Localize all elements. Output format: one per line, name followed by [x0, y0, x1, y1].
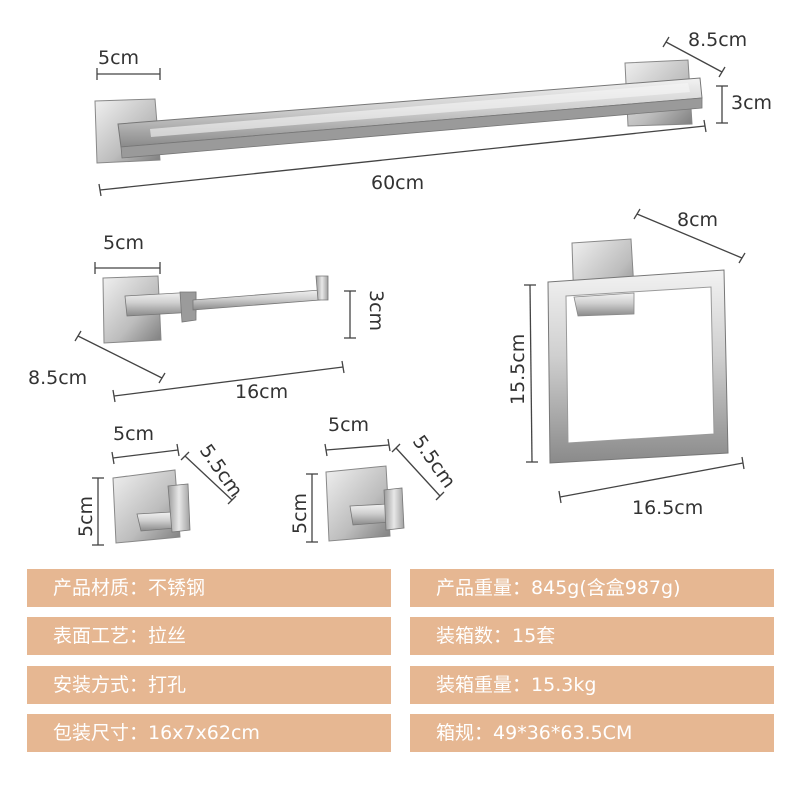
spec-label: 箱规： — [436, 722, 494, 744]
robe-hook-1-depth-label: 5.5cm — [195, 440, 247, 501]
robe-hook-2-height-label: 5cm — [289, 493, 311, 534]
towel-bar-height-label: 3cm — [731, 92, 772, 114]
product-diagram: 5cm 8.5cm 3cm 60cm 5cm 3cm 8.5cm — [28, 29, 772, 546]
spec-value: 16x7x62cm — [148, 722, 260, 744]
spec-row-carton-size: 箱规：49*36*63.5CM — [410, 714, 774, 752]
spec-label: 产品重量： — [436, 577, 532, 599]
spec-label: 表面工艺： — [53, 625, 149, 647]
spec-label: 装箱数： — [436, 625, 513, 647]
spec-value: 不锈钢 — [148, 577, 206, 599]
spec-value: 49*36*63.5CM — [493, 722, 633, 744]
towel-ring-dimensions: 8cm 15.5cm 16.5cm — [507, 208, 746, 519]
spec-value: 845g(含盒987g) — [531, 577, 681, 599]
spec-row-install: 安装方式：打孔 — [27, 666, 391, 704]
paper-holder-dimensions: 5cm 3cm 8.5cm 16cm — [28, 232, 387, 403]
spec-row-finish: 表面工艺：拉丝 — [27, 617, 391, 655]
robe-hook-1 — [112, 469, 191, 544]
paper-holder-depth-label: 8.5cm — [28, 367, 87, 389]
spec-label: 安装方式： — [53, 674, 149, 696]
spec-row-weight: 产品重量：845g(含盒987g) — [410, 569, 774, 607]
spec-value: 15.3kg — [531, 674, 597, 696]
robe-hook-1-width-label: 5cm — [113, 423, 154, 445]
spec-row-carton-qty: 装箱数：15套 — [410, 617, 774, 655]
robe-hook-2-width-label: 5cm — [328, 414, 369, 436]
paper-holder-base-label: 5cm — [103, 232, 144, 254]
spec-value: 拉丝 — [148, 625, 187, 647]
paper-holder-width-label: 16cm — [235, 381, 288, 403]
towel-bar — [94, 59, 703, 164]
spec-row-material: 产品材质：不锈钢 — [27, 569, 391, 607]
paper-holder — [102, 275, 329, 344]
towel-bar-depth-label: 8.5cm — [688, 29, 747, 51]
spec-value: 打孔 — [148, 674, 187, 696]
robe-hook-2 — [325, 465, 405, 542]
paper-holder-height-label: 3cm — [365, 290, 387, 331]
spec-row-package-size: 包装尺寸：16x7x62cm — [27, 714, 391, 752]
towel-ring — [547, 238, 729, 464]
spec-row-carton-weight: 装箱重量：15.3kg — [410, 666, 774, 704]
spec-label: 产品材质： — [53, 577, 149, 599]
towel-ring-height-label: 15.5cm — [507, 334, 529, 405]
towel-bar-dimensions: 5cm 8.5cm 3cm 60cm — [96, 29, 772, 197]
robe-hook-1-height-label: 5cm — [75, 496, 97, 537]
spec-label: 装箱重量： — [436, 674, 532, 696]
towel-ring-width-label: 16.5cm — [632, 497, 703, 519]
robe-hook-2-depth-label: 5.5cm — [408, 431, 460, 492]
spec-value: 15套 — [512, 625, 556, 647]
towel-bar-base-label: 5cm — [98, 47, 139, 69]
towel-bar-width-label: 60cm — [371, 172, 424, 194]
spec-label: 包装尺寸： — [53, 722, 149, 744]
towel-ring-depth-label: 8cm — [677, 209, 718, 231]
